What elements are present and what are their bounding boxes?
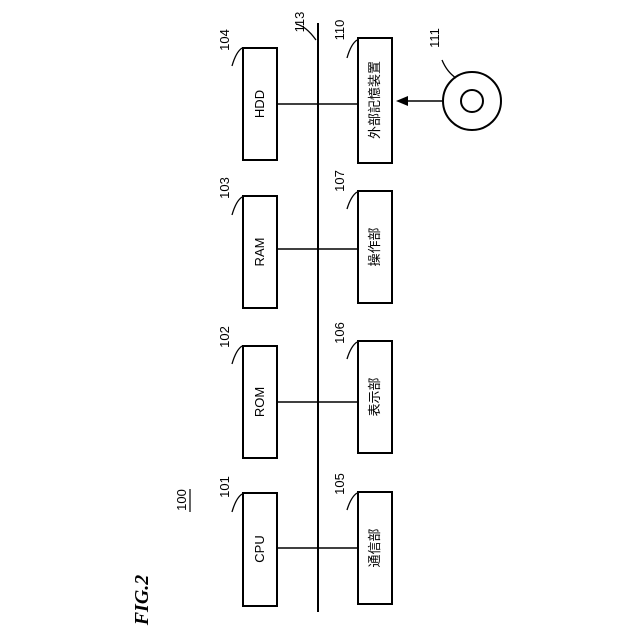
disc-icon [443, 72, 501, 130]
display-ref: 106 [332, 322, 347, 344]
operation-label: 操作部 [367, 227, 383, 266]
rom-label: ROM [252, 387, 267, 417]
display-leader [347, 342, 357, 359]
system-ref: 100 [174, 489, 189, 511]
external-storage-label: 外部記憶装置 [367, 61, 383, 139]
external-storage-leader [347, 40, 357, 58]
communication-leader [347, 493, 357, 510]
rom-ref: 102 [217, 326, 232, 348]
module-external-storage: 外部記憶装置 110 [318, 20, 392, 163]
figure-label: FIG.2 [131, 575, 153, 627]
cpu-leader [232, 494, 242, 512]
media-arrow-head [396, 96, 408, 106]
module-ram: RAM 103 [217, 177, 318, 308]
ram-label: RAM [252, 238, 267, 267]
hdd-label: HDD [252, 90, 267, 118]
cpu-label: CPU [252, 535, 267, 562]
operation-ref: 107 [332, 170, 347, 192]
rom-leader [232, 346, 242, 364]
communication-ref: 105 [332, 473, 347, 495]
ram-ref: 103 [217, 177, 232, 199]
ram-leader [232, 197, 242, 215]
disc-ref: 111 [427, 28, 442, 48]
bus-ref: 113 [292, 12, 307, 33]
module-hdd: HDD 104 [217, 29, 318, 160]
module-rom: ROM 102 [217, 326, 318, 458]
module-cpu: CPU 101 [217, 476, 318, 606]
operation-leader [347, 192, 357, 209]
cpu-ref: 101 [217, 476, 232, 498]
display-label: 表示部 [368, 377, 383, 416]
communication-label: 通信部 [368, 528, 383, 567]
hdd-leader [232, 48, 242, 66]
module-display: 表示部 106 [318, 322, 392, 453]
module-communication: 通信部 105 [318, 473, 392, 604]
module-operation: 操作部 107 [318, 170, 392, 303]
external-storage-ref: 110 [332, 20, 347, 41]
disc-leader [442, 60, 456, 78]
hdd-ref: 104 [217, 29, 232, 51]
